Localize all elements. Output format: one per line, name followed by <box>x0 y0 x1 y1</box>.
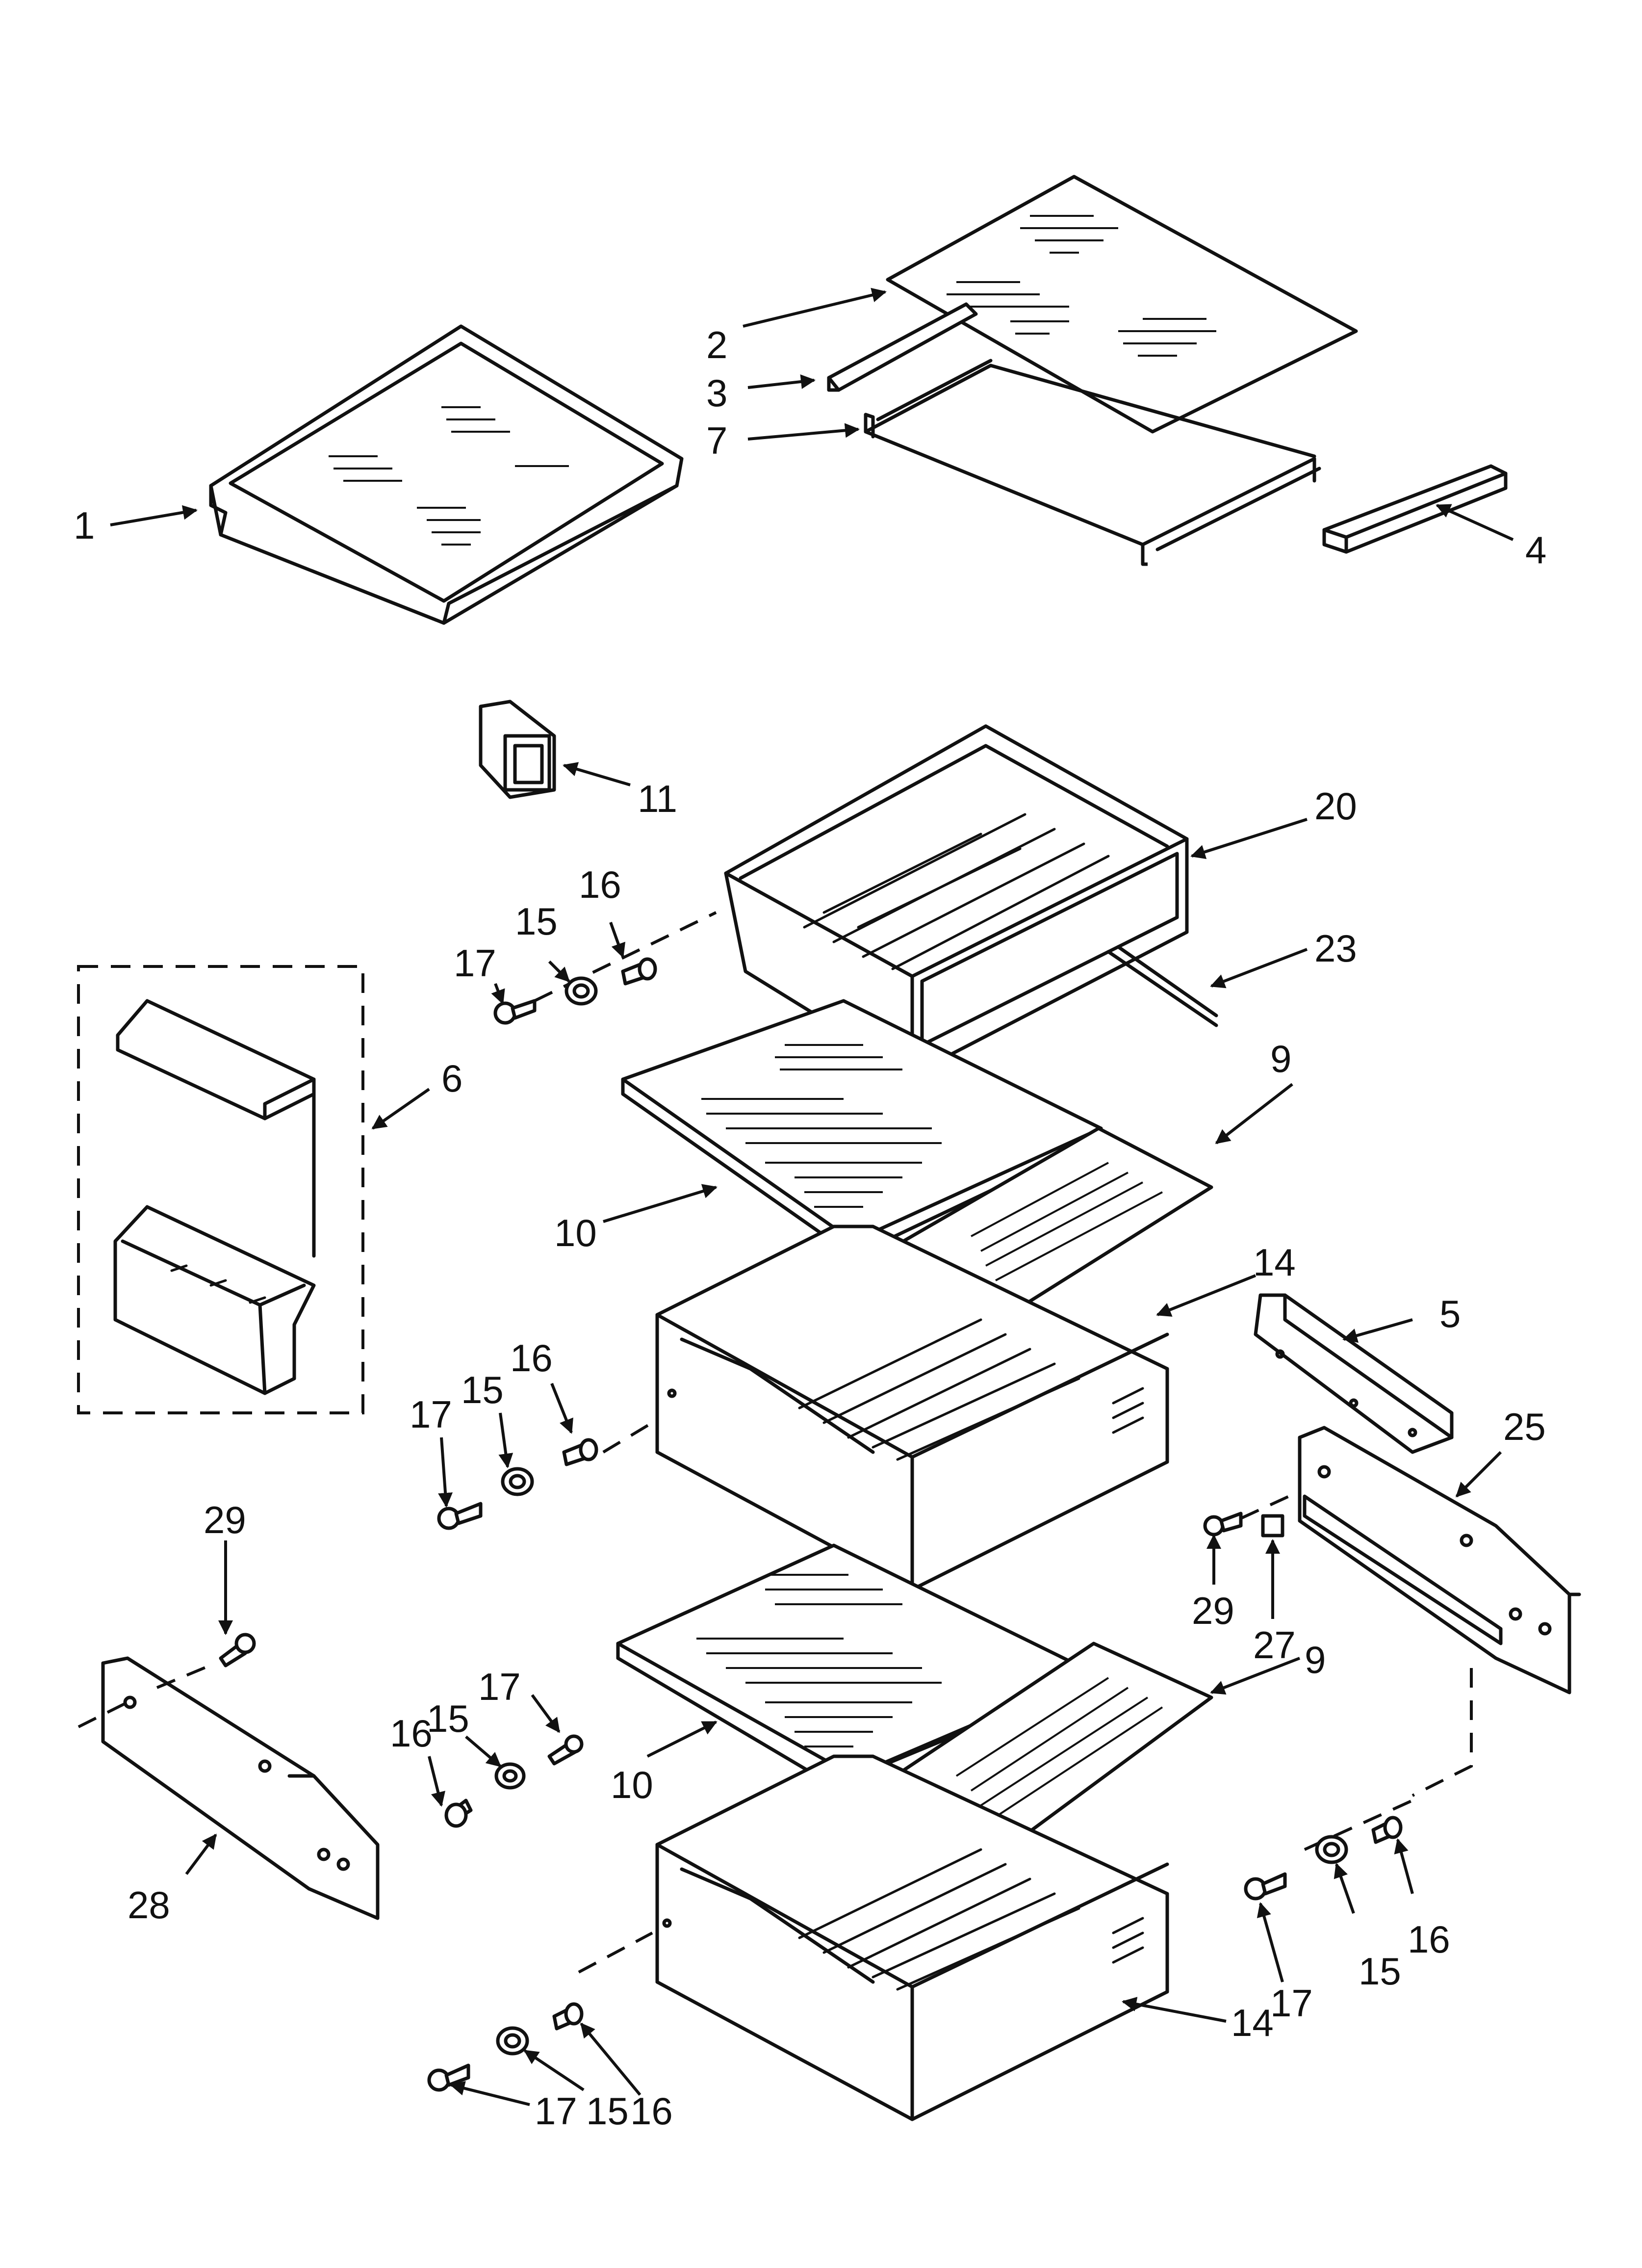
lower-right-hardware <box>1244 1799 1413 1901</box>
callout-15: 15 <box>1359 1950 1401 1993</box>
callout-16: 16 <box>579 863 621 906</box>
callout-4: 4 <box>1525 528 1546 572</box>
part-5-trough <box>1254 1293 1454 1454</box>
right-screw-and-clip <box>1203 1490 1301 1538</box>
part-23-rod <box>1106 945 1218 1027</box>
callout-1: 1 <box>74 504 95 547</box>
callout-14: 14 <box>1231 2001 1274 2044</box>
callout-29: 29 <box>204 1498 246 1541</box>
callout-15: 15 <box>586 2089 629 2133</box>
callout-17: 17 <box>454 941 496 985</box>
callout-2: 2 <box>706 323 727 366</box>
callout-16: 16 <box>390 1712 433 1755</box>
callout-23: 23 <box>1314 927 1357 970</box>
callout-3: 3 <box>706 371 727 415</box>
callout-29: 29 <box>1192 1589 1234 1632</box>
upper-hardware <box>493 911 717 1025</box>
part-25-right-panel <box>1298 1426 1581 1797</box>
callout-10: 10 <box>611 1763 653 1806</box>
lower-left-hardware <box>444 1734 584 1828</box>
part-7-shelf-frame <box>864 359 1321 566</box>
callout-17: 17 <box>535 2089 577 2133</box>
callout-16: 16 <box>630 2089 673 2133</box>
callout-15: 15 <box>515 900 558 943</box>
part-14-drawer-upper <box>655 1225 1169 1591</box>
callout-16: 16 <box>1408 1918 1450 1961</box>
left-screw-29 <box>219 1633 256 1668</box>
part-2-glass-panel <box>886 175 1358 434</box>
callout-5: 5 <box>1439 1292 1461 1335</box>
callout-17: 17 <box>1270 1981 1313 2025</box>
callout-6: 6 <box>441 1057 462 1100</box>
callout-20: 20 <box>1314 784 1357 828</box>
part-28-left-panel <box>77 1656 380 1920</box>
bottom-hardware <box>427 1931 653 2092</box>
callout-28: 28 <box>128 1883 170 1927</box>
part-6-bin-assembly <box>77 965 364 1414</box>
part-3-rail <box>827 302 978 392</box>
part-14-drawer-lower <box>655 1754 1169 2121</box>
callout-10: 10 <box>554 1211 597 1254</box>
callout-14: 14 <box>1253 1241 1296 1284</box>
callout-17: 17 <box>410 1393 452 1436</box>
callout-labels: 1 2 3 7 4 11 20 23 16 15 17 6 9 10 14 5 … <box>74 323 1546 2133</box>
part-1-shelf <box>209 324 684 625</box>
part-11-sleeve <box>479 700 556 799</box>
callout-9: 9 <box>1305 1638 1326 1681</box>
callout-16: 16 <box>510 1336 553 1380</box>
callout-9: 9 <box>1270 1037 1291 1080</box>
callout-17: 17 <box>478 1665 521 1708</box>
callout-27: 27 <box>1253 1623 1296 1667</box>
leader-lines <box>110 287 1514 2106</box>
callout-25: 25 <box>1503 1405 1546 1448</box>
callout-15: 15 <box>461 1368 504 1411</box>
part-20-drawer <box>724 724 1189 1076</box>
part-4-side-rail <box>1322 464 1508 554</box>
callout-15: 15 <box>427 1697 469 1740</box>
callout-7: 7 <box>706 419 727 462</box>
callout-11: 11 <box>638 777 677 820</box>
middle-hardware <box>437 1421 653 1530</box>
